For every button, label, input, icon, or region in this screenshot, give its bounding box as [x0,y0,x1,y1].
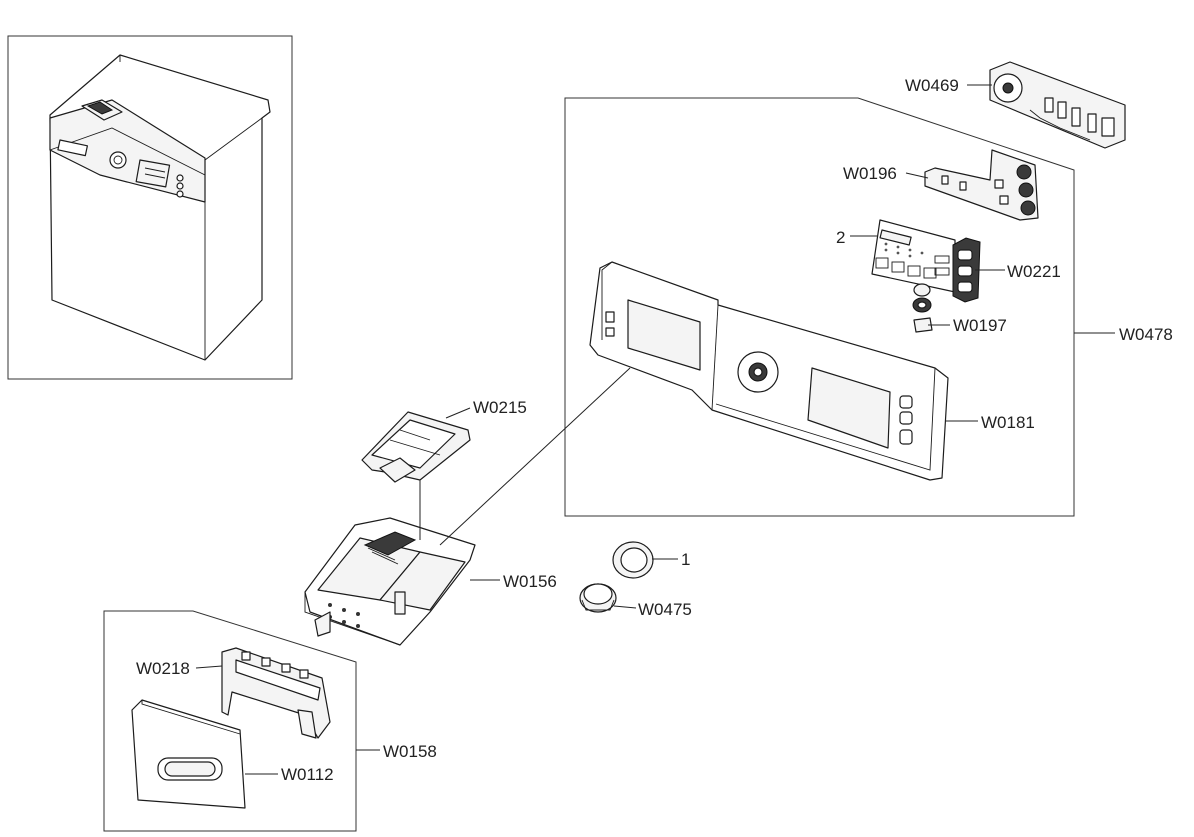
callout-labels: W0469 W0196 2 W0221 W0197 W0478 W0181 W0… [136,76,1173,784]
label-W0478: W0478 [1119,325,1173,344]
pcb-sub-board-image [924,149,1039,221]
leader-lines [195,84,1115,775]
leader-W0215 [445,407,471,419]
knob-ring-image [612,541,654,579]
pcb-main-board-image [989,61,1126,149]
leader-W0196 [905,172,929,179]
control-panel-assembly-frame [564,97,1075,517]
handle-bracket-image [221,647,331,739]
label-W0158: W0158 [383,742,437,761]
label-W0218: W0218 [136,659,190,678]
label-W0197: W0197 [953,316,1007,335]
drawer-handle-assembly-frame [103,610,357,832]
dispenser-cover-image [361,411,471,483]
overview-inset [7,35,293,380]
label-W0469: W0469 [905,76,959,95]
dispenser-housing-image [304,517,476,646]
label-W0196: W0196 [843,164,897,183]
control-panel-image [589,261,949,481]
leader-W0475 [613,605,637,609]
display-decal-image [871,219,956,293]
label-W0215: W0215 [473,398,527,417]
drawer-handle-image [131,699,246,809]
label-W0181: W0181 [981,413,1035,432]
label-W0112: W0112 [281,765,334,784]
label-W0156: W0156 [503,572,557,591]
label-2: 2 [836,228,845,247]
small-buttons-image [912,283,933,333]
leader-W0218 [195,665,223,669]
overview-frame [7,35,293,380]
label-W0221: W0221 [1007,262,1061,281]
button-strip-image [952,237,981,303]
washer-overview-image [49,54,271,361]
knob-image [579,583,617,613]
assembly-line-panel [439,367,631,546]
label-W0475: W0475 [638,600,692,619]
label-1: 1 [681,550,690,569]
